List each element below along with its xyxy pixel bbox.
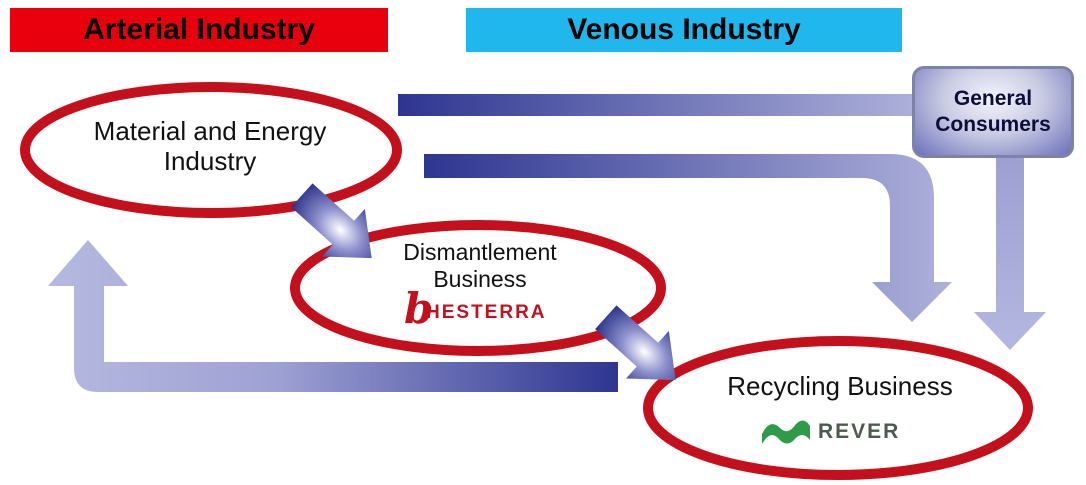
material-to-recycling-arrow	[424, 154, 952, 322]
consumers-to-recycling-arrow	[974, 158, 1046, 350]
rever-mark-icon	[762, 420, 810, 444]
general-consumers-label: General Consumers	[935, 87, 1051, 136]
hesterra-logo: b HESTERRA	[404, 286, 564, 332]
hesterra-logo-text: HESTERRA	[426, 302, 547, 323]
general-consumers-box: General Consumers	[912, 66, 1074, 158]
material-energy-ellipse	[20, 82, 402, 218]
material-energy-label: Material and Energy Industry	[93, 116, 327, 176]
dismantlement-ellipse	[290, 220, 666, 356]
rever-logo: REVER	[760, 412, 920, 452]
material-to-dismantlement-arrow	[291, 183, 372, 259]
dismantlement-to-recycling-arrow	[595, 305, 676, 381]
return-arrow	[48, 240, 618, 392]
arterial-industry-banner: Arterial Industry	[10, 8, 388, 52]
recycling-label: Recycling Business	[727, 371, 953, 401]
dismantlement-label: Dismantlement Business	[403, 239, 557, 292]
rever-logo-text: REVER	[818, 420, 901, 443]
venous-industry-banner: Venous Industry	[466, 8, 902, 52]
recycling-ellipse	[643, 336, 1033, 480]
consumers-supply-arrow	[398, 94, 918, 116]
hesterra-mark-icon: b	[404, 284, 434, 333]
